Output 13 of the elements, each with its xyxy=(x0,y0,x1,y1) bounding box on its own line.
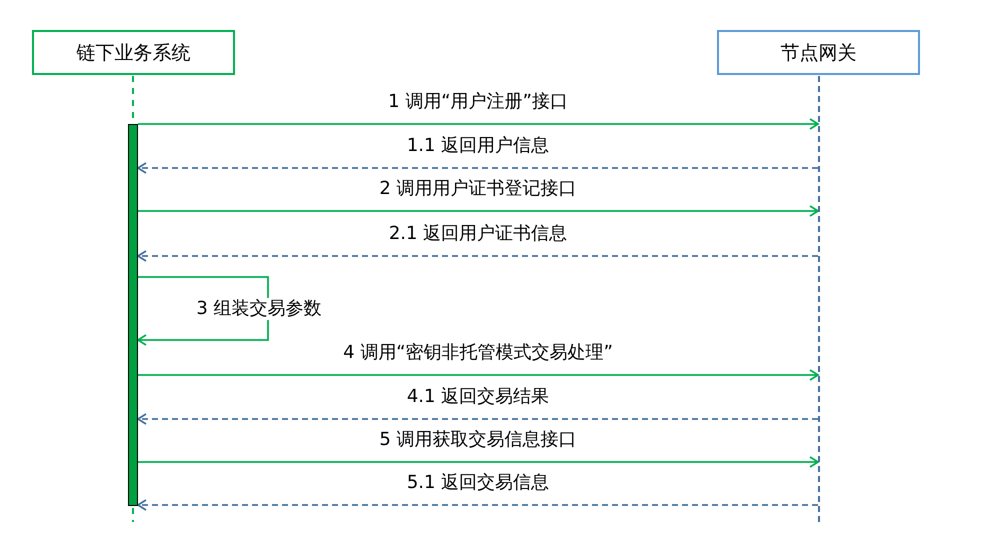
lifeline xyxy=(818,76,820,522)
message-arrow xyxy=(138,118,819,130)
message-arrow xyxy=(138,456,819,468)
message-arrow xyxy=(137,276,269,346)
message-arrow xyxy=(137,250,818,262)
message-arrow xyxy=(137,499,818,511)
activation-bar xyxy=(128,124,138,506)
message-arrow xyxy=(138,369,819,381)
message-arrow xyxy=(137,162,818,174)
message-arrow xyxy=(137,413,818,425)
participant-box: 链下业务系统 xyxy=(32,30,235,75)
message-arrow xyxy=(138,205,819,217)
participant-box: 节点网关 xyxy=(717,30,920,75)
